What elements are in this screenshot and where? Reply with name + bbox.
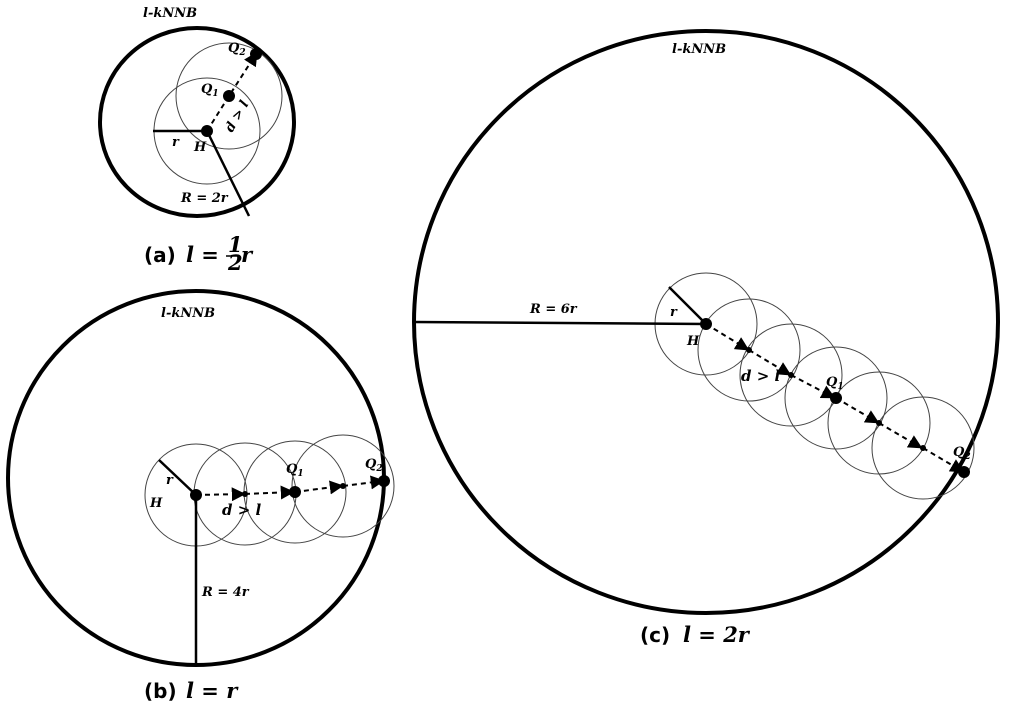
panel-b-r-radius [158, 459, 197, 496]
panel-b-point-mid-2 [340, 483, 346, 489]
panel-b-label-Q2-main: Q [365, 457, 377, 472]
panel-c-label-r: r [670, 305, 678, 320]
panel-a-boundary-circle [98, 26, 296, 218]
panel-c-label-Q1: Q1 [826, 375, 844, 392]
panel-c-point-H [700, 318, 712, 330]
panel-c-range-circle-4 [784, 346, 888, 450]
panel-c-caption-prefix: (c) [640, 623, 670, 647]
panel-a-caption-prefix: (a) [144, 243, 176, 267]
panel-c-point-mid-4 [920, 445, 926, 451]
panel-c-arrow-5 [878, 422, 923, 449]
panel-b-point-mid-1 [242, 491, 248, 497]
panel-c-R-radius [413, 320, 707, 326]
panel-c-arrow-4 [835, 397, 880, 424]
panel-b-arrow-1 [195, 487, 246, 502]
panel-b-label-Q1-sub: 1 [297, 469, 303, 479]
panel-c-label-Q2: Q2 [953, 445, 971, 462]
panel-c-range-circle-6 [871, 396, 975, 500]
panel-a-trajectory-arrow [206, 51, 258, 132]
panel-b-point-H [190, 489, 202, 501]
panel-b-label-Q1: Q1 [286, 462, 304, 479]
panel-c-caption-math: l = 2r [683, 622, 751, 647]
panel-a-range-circle-q1 [175, 42, 283, 150]
panel-c-label-Q2-sub: 2 [963, 452, 970, 462]
panel-c-label-d: d > l [741, 367, 781, 385]
panel-a-point-Q1 [223, 90, 235, 102]
panel-a-label-Q1: Q1 [201, 82, 219, 99]
panel-b-label-d: d > l [222, 501, 262, 519]
panel-a: l-kNNB H Q1 Q2 r R = 2r d > l (a) l = 1 … [98, 6, 296, 275]
panel-c-range-circle-3 [739, 323, 843, 427]
panel-a-title: l-kNNB [143, 6, 197, 21]
panel-b-label-r: r [166, 473, 174, 488]
panel-b-label-Q2: Q2 [365, 457, 383, 474]
panel-b-arrow-3 [294, 480, 344, 495]
panel-a-caption-den: 2 [227, 250, 243, 275]
panel-a-R-radius [205, 130, 251, 217]
panel-a-label-Q1-sub: 1 [212, 89, 218, 99]
panel-a-caption-lhs: l = [186, 242, 219, 267]
panel-b-arrow-4 [342, 475, 385, 490]
panel-b-point-Q2 [378, 475, 390, 487]
panel-b-label-R: R = 4r [201, 585, 250, 600]
panel-b: l-kNNB H Q1 Q2 r R = 4r d > l (b) l = r [6, 289, 395, 703]
panel-a-label-r: r [172, 135, 180, 150]
panel-a-point-Q2 [250, 48, 262, 60]
panel-b-caption-prefix: (b) [144, 679, 177, 703]
panel-a-label-R: R = 2r [180, 191, 229, 206]
panel-a-caption-var: r [241, 242, 254, 267]
panel-c-arrow-6 [922, 447, 965, 473]
panel-b-caption-math: l = r [186, 678, 239, 703]
panel-b-arrow-2 [244, 485, 295, 500]
panel-c-arrow-1 [705, 323, 750, 351]
panel-b-title: l-kNNB [161, 306, 215, 321]
panel-a-label-Q2-sub: 2 [238, 48, 245, 58]
panel-b-label-Q2-sub: 2 [375, 464, 382, 474]
panel-b-point-Q1 [289, 486, 301, 498]
panel-c-point-mid-1 [746, 347, 752, 353]
panel-c-point-mid-2 [788, 372, 794, 378]
panel-c-point-mid-3 [876, 420, 882, 426]
panel-c-label-Q1-sub: 1 [837, 382, 843, 392]
panel-c-label-Q1-main: Q [826, 375, 838, 390]
panel-a-label-Q1-main: Q [201, 82, 213, 97]
panel-c-point-Q2 [958, 466, 970, 478]
panel-a-caption-num: 1 [228, 232, 243, 257]
panel-c-arrow-3 [790, 374, 836, 399]
panel-b-label-Q1-main: Q [286, 462, 298, 477]
panel-c-point-Q1 [830, 392, 842, 404]
panel-c-label-Q2-main: Q [953, 445, 965, 460]
panel-b-label-H: H [149, 496, 163, 511]
panel-a-label-Q2-main: Q [228, 41, 240, 56]
panel-a-label-H: H [193, 140, 207, 155]
panel-c-label-R: R = 6r [529, 302, 578, 317]
panel-c: l-kNNB H Q1 Q2 r R = 6r d > l (c) l = 2r [412, 29, 1000, 647]
panel-c-arrow-2 [748, 349, 792, 376]
panel-a-point-H [201, 125, 213, 137]
panel-a-label-d: d > l [222, 98, 252, 135]
panel-c-r-radius [668, 286, 707, 325]
panel-c-range-circle-2 [697, 298, 801, 402]
panel-c-label-H: H [686, 334, 700, 349]
panel-c-title: l-kNNB [672, 42, 726, 57]
panel-a-label-Q2: Q2 [228, 41, 246, 58]
